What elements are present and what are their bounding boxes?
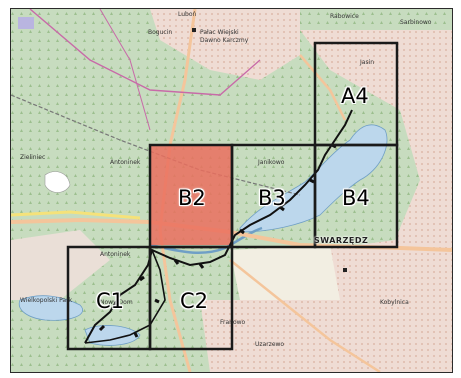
road-yellow xyxy=(11,210,141,220)
building-marker-icon xyxy=(18,17,34,29)
railway xyxy=(11,94,301,196)
map-text-label: Kobylnica xyxy=(380,299,409,306)
map-text-label: Bogucin xyxy=(148,29,173,36)
map-text-label: Uzarzewo xyxy=(255,341,285,348)
map-text-label: Luboń xyxy=(178,11,197,18)
town-label: SWARZĘDZ xyxy=(314,236,369,245)
grid-label-a4: A4 xyxy=(341,84,369,108)
highlight-cell-b2 xyxy=(150,145,232,245)
map-text-label: Sarbinowo xyxy=(400,19,432,26)
grid-cell-c2 xyxy=(148,245,234,351)
map-text-label: Janikowo xyxy=(258,159,285,166)
map-text-label: Antoninek xyxy=(100,251,131,258)
boundary-line-2 xyxy=(99,9,151,131)
urban-area-north xyxy=(150,9,300,80)
map-text-label: Dawno Karczmy xyxy=(200,37,249,44)
field-area xyxy=(230,245,340,300)
map-text-label: Zieliniec xyxy=(20,154,46,161)
map-frame xyxy=(10,8,453,373)
map-text-label: Rabowice xyxy=(330,13,359,20)
grid-label-c2: C2 xyxy=(180,289,209,313)
lake-small-west xyxy=(18,295,83,321)
grid-label-b4: B4 xyxy=(342,186,370,210)
map-text-label: Franowo xyxy=(220,319,246,326)
route-line xyxy=(84,109,353,344)
urban-area-south xyxy=(200,300,360,372)
grid-cell-b4 xyxy=(313,143,399,249)
map-text-label: Pałac Wiejski xyxy=(200,29,239,36)
map-text-label: Antoninek xyxy=(110,159,141,166)
road-east xyxy=(299,54,347,121)
boundary-line xyxy=(29,9,261,96)
pond-north xyxy=(44,171,71,193)
grid-label-b3: B3 xyxy=(258,186,286,210)
map-text-label: Jasin xyxy=(360,59,375,66)
grid-label-b2: B2 xyxy=(178,186,206,210)
map-text-label: Wielkopolski Park xyxy=(20,297,73,304)
map-text-label: Nowy Dom xyxy=(100,299,133,306)
church-marker-icon xyxy=(192,28,196,32)
road-south xyxy=(229,259,381,372)
urban-area-east xyxy=(300,30,452,372)
grid-label-c1: C1 xyxy=(96,289,125,313)
lake-large xyxy=(239,124,388,233)
church-marker-icon xyxy=(343,268,347,272)
